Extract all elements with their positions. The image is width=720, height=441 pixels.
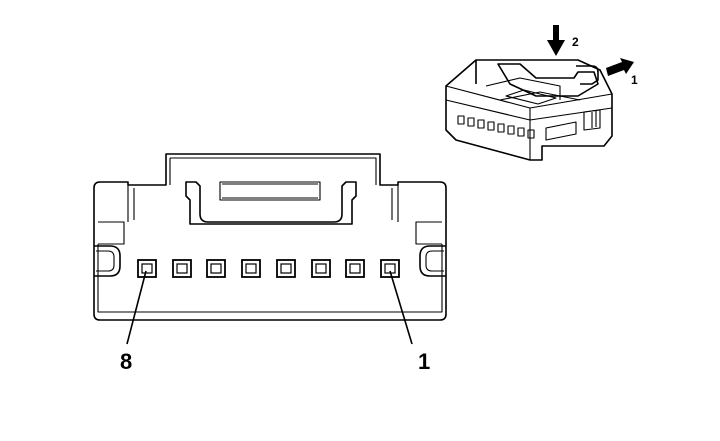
connector-body-inner: [97, 221, 443, 313]
leader-line-pin-1: [389, 270, 413, 345]
leader-line-pin-8: [126, 270, 147, 345]
left-ear-notch: [94, 245, 121, 277]
connector-3d-view: [445, 59, 613, 161]
connector-housing-outline: [93, 153, 447, 321]
pin-label-last: 8: [120, 349, 132, 374]
arrow-down-icon: [547, 25, 565, 56]
arrow-right-icon: [606, 58, 634, 76]
pin-label-first: 1: [418, 349, 430, 374]
pin-cavities: [137, 259, 400, 278]
arrow-right-label: 1: [631, 73, 638, 87]
arrow-down-label: 2: [572, 35, 579, 49]
connector-face-view: [93, 153, 447, 345]
right-ear-notch: [419, 245, 446, 277]
latch-top-block: [169, 157, 377, 185]
latch-window: [185, 181, 357, 225]
